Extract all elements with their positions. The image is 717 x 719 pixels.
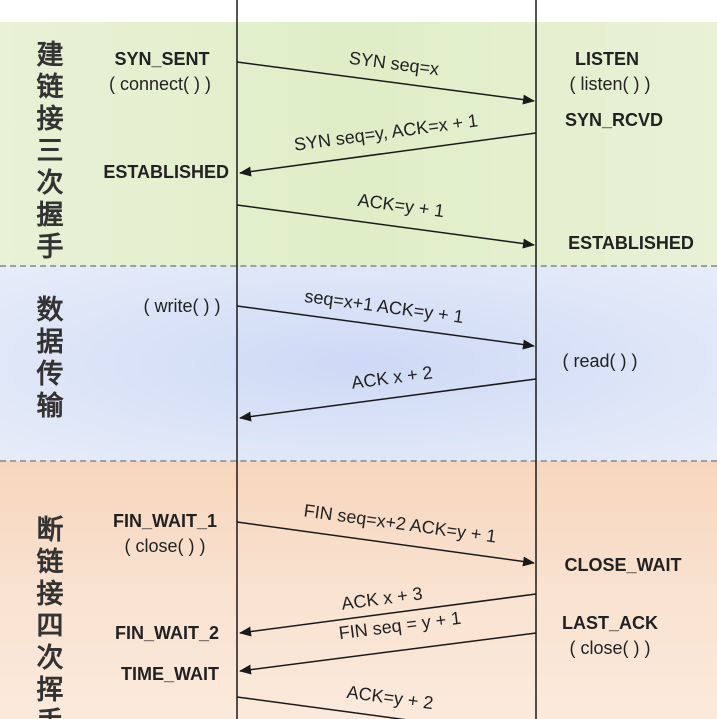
- arrow-ack1: [236, 204, 535, 249]
- state-syn-sent: SYN_SENT: [114, 49, 210, 69]
- top-margin: [0, 0, 717, 22]
- state-time-wait: TIME_WAIT: [121, 664, 219, 684]
- arrow-fin1: [236, 521, 535, 567]
- arrow-fin2: [239, 632, 537, 675]
- state-fin-wait-2: FIN_WAIT_2: [114, 623, 220, 643]
- state-established-client: ESTABLISHED: [103, 162, 229, 182]
- data-transfer-band: [0, 266, 717, 461]
- section-title-data-transfer: 数据传输: [36, 295, 64, 422]
- call-close-server: ( close( ) ): [569, 638, 651, 658]
- section-title-handshake: 建链接三次握手: [36, 40, 64, 263]
- arrow-ack3: [239, 593, 537, 637]
- state-last-ack: LAST_ACK: [561, 613, 659, 633]
- call-connect: ( connect( ) ): [108, 74, 212, 94]
- state-close-wait: CLOSE_WAIT: [564, 555, 682, 575]
- state-syn-rcvd: SYN_RCVD: [564, 110, 664, 130]
- call-listen: ( listen( ) ): [569, 74, 651, 94]
- state-fin-wait-1: FIN_WAIT_1: [112, 511, 218, 531]
- arrow-syn-ack: [239, 132, 537, 177]
- call-read: ( read( ) ): [562, 351, 638, 371]
- arrow-data: [236, 305, 535, 350]
- arrow-ack-final: [236, 696, 406, 719]
- state-listen: LISTEN: [574, 49, 640, 69]
- handshake-band: [0, 22, 717, 266]
- call-close-client: ( close( ) ): [124, 536, 206, 556]
- section-divider-2: [0, 460, 717, 462]
- arrow-syn: [236, 61, 535, 105]
- section-title-teardown: 断链接四次挥手: [36, 515, 64, 719]
- call-write: ( write( ) ): [143, 296, 221, 316]
- teardown-band: [0, 461, 717, 719]
- arrow-data-ack: [239, 378, 537, 422]
- section-divider-1: [0, 265, 717, 267]
- state-established-server: ESTABLISHED: [568, 233, 694, 253]
